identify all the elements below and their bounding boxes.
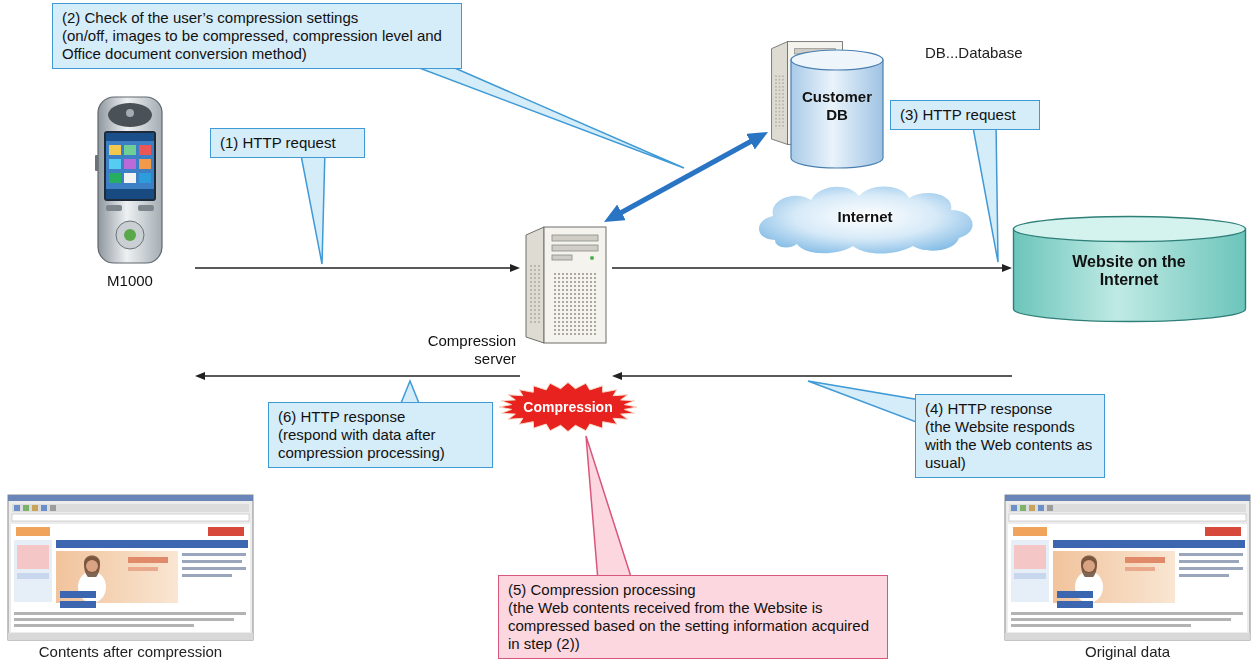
database-server: Customer DB xyxy=(768,8,886,180)
caption-label: DB...Database xyxy=(925,44,1055,62)
mobile-phone-shape xyxy=(90,95,170,265)
caption-label: Original data xyxy=(1005,643,1250,661)
callout-box: (2) Check of the user’s compression sett… xyxy=(52,3,462,69)
node-label: Website on the Internet xyxy=(1054,253,1204,289)
website-database: Website on the Internet xyxy=(1012,215,1247,380)
node-label: M1000 xyxy=(88,272,172,290)
compression-server-shape xyxy=(522,225,610,345)
callout-pointers xyxy=(300,55,998,605)
node-label: Compression xyxy=(498,398,638,416)
label-holder: DB...Database xyxy=(925,44,1055,62)
database-link-arrow xyxy=(615,138,758,216)
http-arrow xyxy=(612,267,1007,268)
callout-pointer xyxy=(300,150,325,264)
callout-box: (6) HTTP response(respond with data afte… xyxy=(268,402,493,468)
http-arrow xyxy=(200,375,520,376)
callout-text: (the Web contents received from the Webs… xyxy=(508,599,878,653)
callout-box: (3) HTTP request xyxy=(890,100,1040,130)
callout-text: (the Website responds with the Web conte… xyxy=(925,418,1095,472)
callout-pointer xyxy=(972,122,998,262)
callout-text: (6) HTTP response xyxy=(278,408,483,426)
callout-box: (1) HTTP request xyxy=(210,128,365,158)
screenshot-original xyxy=(1005,495,1250,640)
callout-pointer xyxy=(808,381,932,428)
callout-pointer xyxy=(385,55,684,168)
callout-text: (respond with data after compression pro… xyxy=(278,426,483,462)
callout-text: (2) Check of the user’s compression sett… xyxy=(62,9,452,27)
mobile-phone: M1000 xyxy=(80,92,195,390)
http-arrow xyxy=(195,267,515,268)
callout-text: (3) HTTP request xyxy=(900,106,1030,124)
internet-cloud: Internet xyxy=(745,180,985,256)
node-label: Internet xyxy=(745,208,985,226)
callout-text: (on/off, images to be compressed, compre… xyxy=(62,27,452,63)
caption-label: Contents after compression xyxy=(8,643,253,661)
node-label: Customer DB xyxy=(795,88,879,124)
compression-server: Compression server xyxy=(520,222,612,380)
label-holder: Contents after compression xyxy=(8,643,253,661)
label-holder: Original data xyxy=(1005,643,1250,661)
callout-text: (1) HTTP request xyxy=(220,134,355,152)
http-arrow xyxy=(617,375,1012,376)
callout-box: (4) HTTP response(the Website responds w… xyxy=(915,394,1105,478)
node-label: Compression server xyxy=(416,332,516,368)
compression-burst: Compression xyxy=(498,382,638,432)
callout-box: (5) Compression processing(the Web conte… xyxy=(498,575,888,659)
screenshot-compressed xyxy=(8,495,253,640)
callout-text: (5) Compression processing xyxy=(508,581,878,599)
callout-text: (4) HTTP response xyxy=(925,400,1095,418)
